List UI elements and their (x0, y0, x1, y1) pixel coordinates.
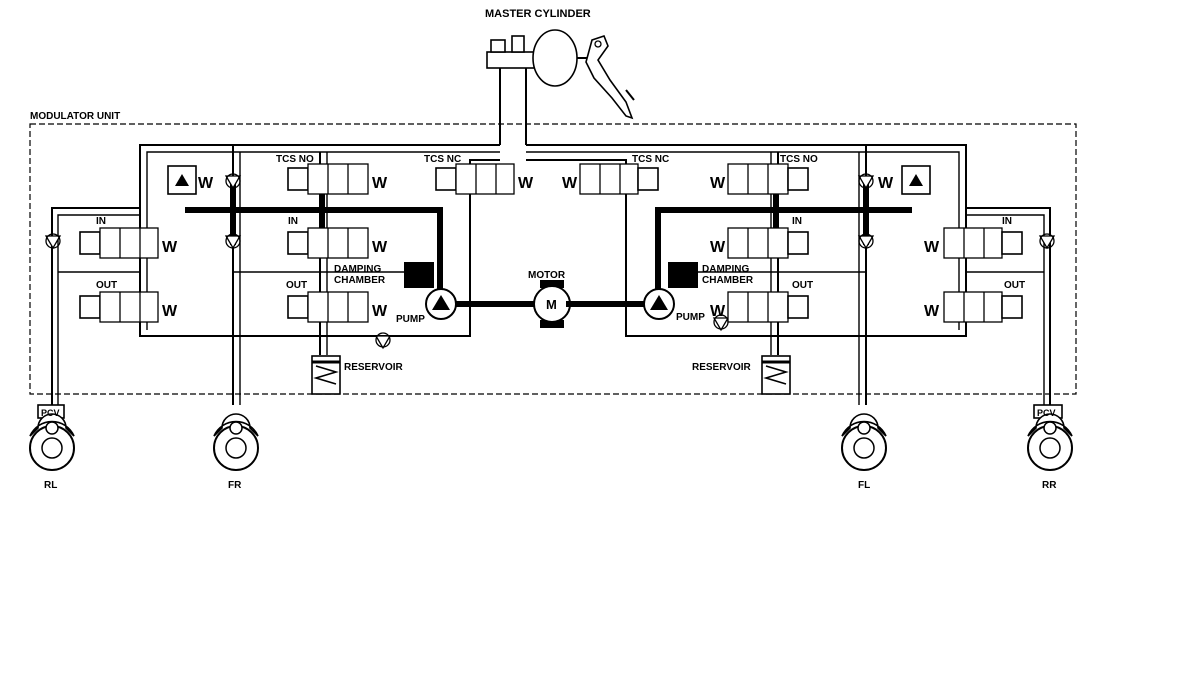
pcv-left-label: PCV (41, 408, 60, 418)
motor (533, 280, 650, 328)
svg-text:W: W (162, 303, 178, 320)
tcs-nc-right-label: TCS NC (632, 154, 669, 165)
svg-text:W: W (878, 175, 894, 192)
wheel-rr-label: RR (1042, 480, 1057, 491)
out-fl-label: OUT (792, 280, 813, 291)
in-rl-label: IN (96, 216, 106, 227)
in-rr-label: IN (1002, 216, 1012, 227)
tcs-no-right-label: TCS NO (780, 154, 818, 165)
damping-chamber-right-line2: CHAMBER (702, 275, 754, 286)
modulator-unit-boundary (29, 123, 1077, 395)
out-rr-label: OUT (1004, 280, 1025, 291)
svg-text:W: W (562, 175, 578, 192)
svg-text:W: W (518, 175, 534, 192)
svg-text:W: W (710, 303, 726, 320)
in-fr-label: IN (288, 216, 298, 227)
svg-text:W: W (710, 175, 726, 192)
svg-text:W: W (372, 175, 388, 192)
out-fr-label: OUT (286, 280, 307, 291)
pcv-right-label: PCV (1037, 408, 1056, 418)
motor-label: MOTOR (528, 270, 566, 281)
wheel-fr-label: FR (228, 480, 242, 491)
wheel-rl-label: RL (44, 480, 57, 491)
svg-text:W: W (372, 303, 388, 320)
damping-chamber-left-line2: CHAMBER (334, 275, 386, 286)
tcs-nc-left-label: TCS NC (424, 154, 461, 165)
svg-text:W: W (924, 239, 940, 256)
svg-text:W: W (924, 303, 940, 320)
damping-chamber-right-line1: DAMPING (702, 264, 749, 275)
svg-text:W: W (162, 239, 178, 256)
damping-chamber-left-line1: DAMPING (334, 264, 381, 275)
master-cylinder-label: MASTER CYLINDER (485, 8, 591, 20)
pump-right-label: PUMP (676, 312, 705, 323)
left-circuit: W W W W W W W (29, 144, 548, 471)
reservoir-right-label: RESERVOIR (692, 362, 751, 373)
reservoir-left-label: RESERVOIR (344, 362, 403, 373)
svg-text:W: W (198, 175, 214, 192)
motor-symbol: M (546, 297, 557, 312)
right-circuit: W W W W W W W (526, 144, 1073, 471)
master-cylinder (486, 29, 635, 145)
out-rl-label: OUT (96, 280, 117, 291)
svg-text:W: W (372, 239, 388, 256)
tcs-no-left-label: TCS NO (276, 154, 314, 165)
in-fl-label: IN (792, 216, 802, 227)
svg-text:W: W (710, 239, 726, 256)
pump-left-label: PUMP (396, 314, 425, 325)
modulator-unit-label: MODULATOR UNIT (30, 111, 120, 122)
wheel-fl-label: FL (858, 480, 870, 491)
